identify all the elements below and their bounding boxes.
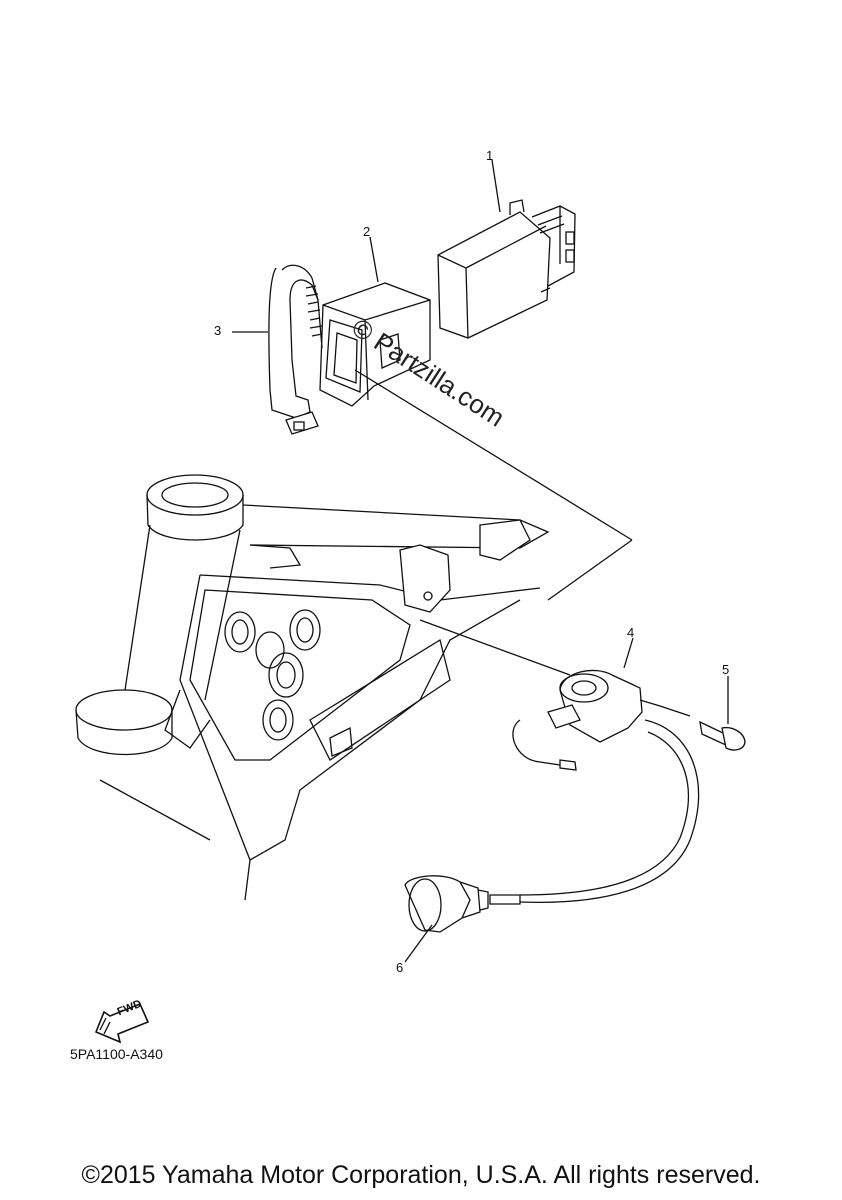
assembly-line-a	[354, 369, 633, 541]
leader-2	[369, 236, 379, 283]
bolt-part-5	[699, 720, 746, 751]
callout-1: 1	[486, 148, 494, 163]
callout-6: 6	[396, 960, 404, 975]
callout-5: 5	[722, 662, 730, 677]
assembly-line-c	[419, 619, 571, 676]
cdi-unit-part-1	[437, 199, 576, 339]
callout-3: 3	[214, 323, 222, 338]
callout-4: 4	[627, 625, 635, 640]
band-part-3	[268, 264, 323, 435]
leader-4	[623, 637, 634, 669]
assembly-line-b	[547, 539, 633, 601]
copyright-notice: ©2015 Yamaha Motor Corporation, U.S.A. A…	[81, 1161, 761, 1189]
ignition-coil-part-4	[489, 669, 700, 905]
leader-1	[491, 159, 501, 213]
plug-cap-part-6	[404, 875, 489, 933]
cdi-cover-part-2	[319, 282, 431, 407]
frame-section	[75, 474, 550, 901]
callout-2: 2	[363, 224, 371, 239]
diagram-code: 5PA1100-A340	[70, 1046, 163, 1062]
fwd-arrow-icon	[94, 1002, 150, 1044]
leader-6	[404, 924, 433, 963]
